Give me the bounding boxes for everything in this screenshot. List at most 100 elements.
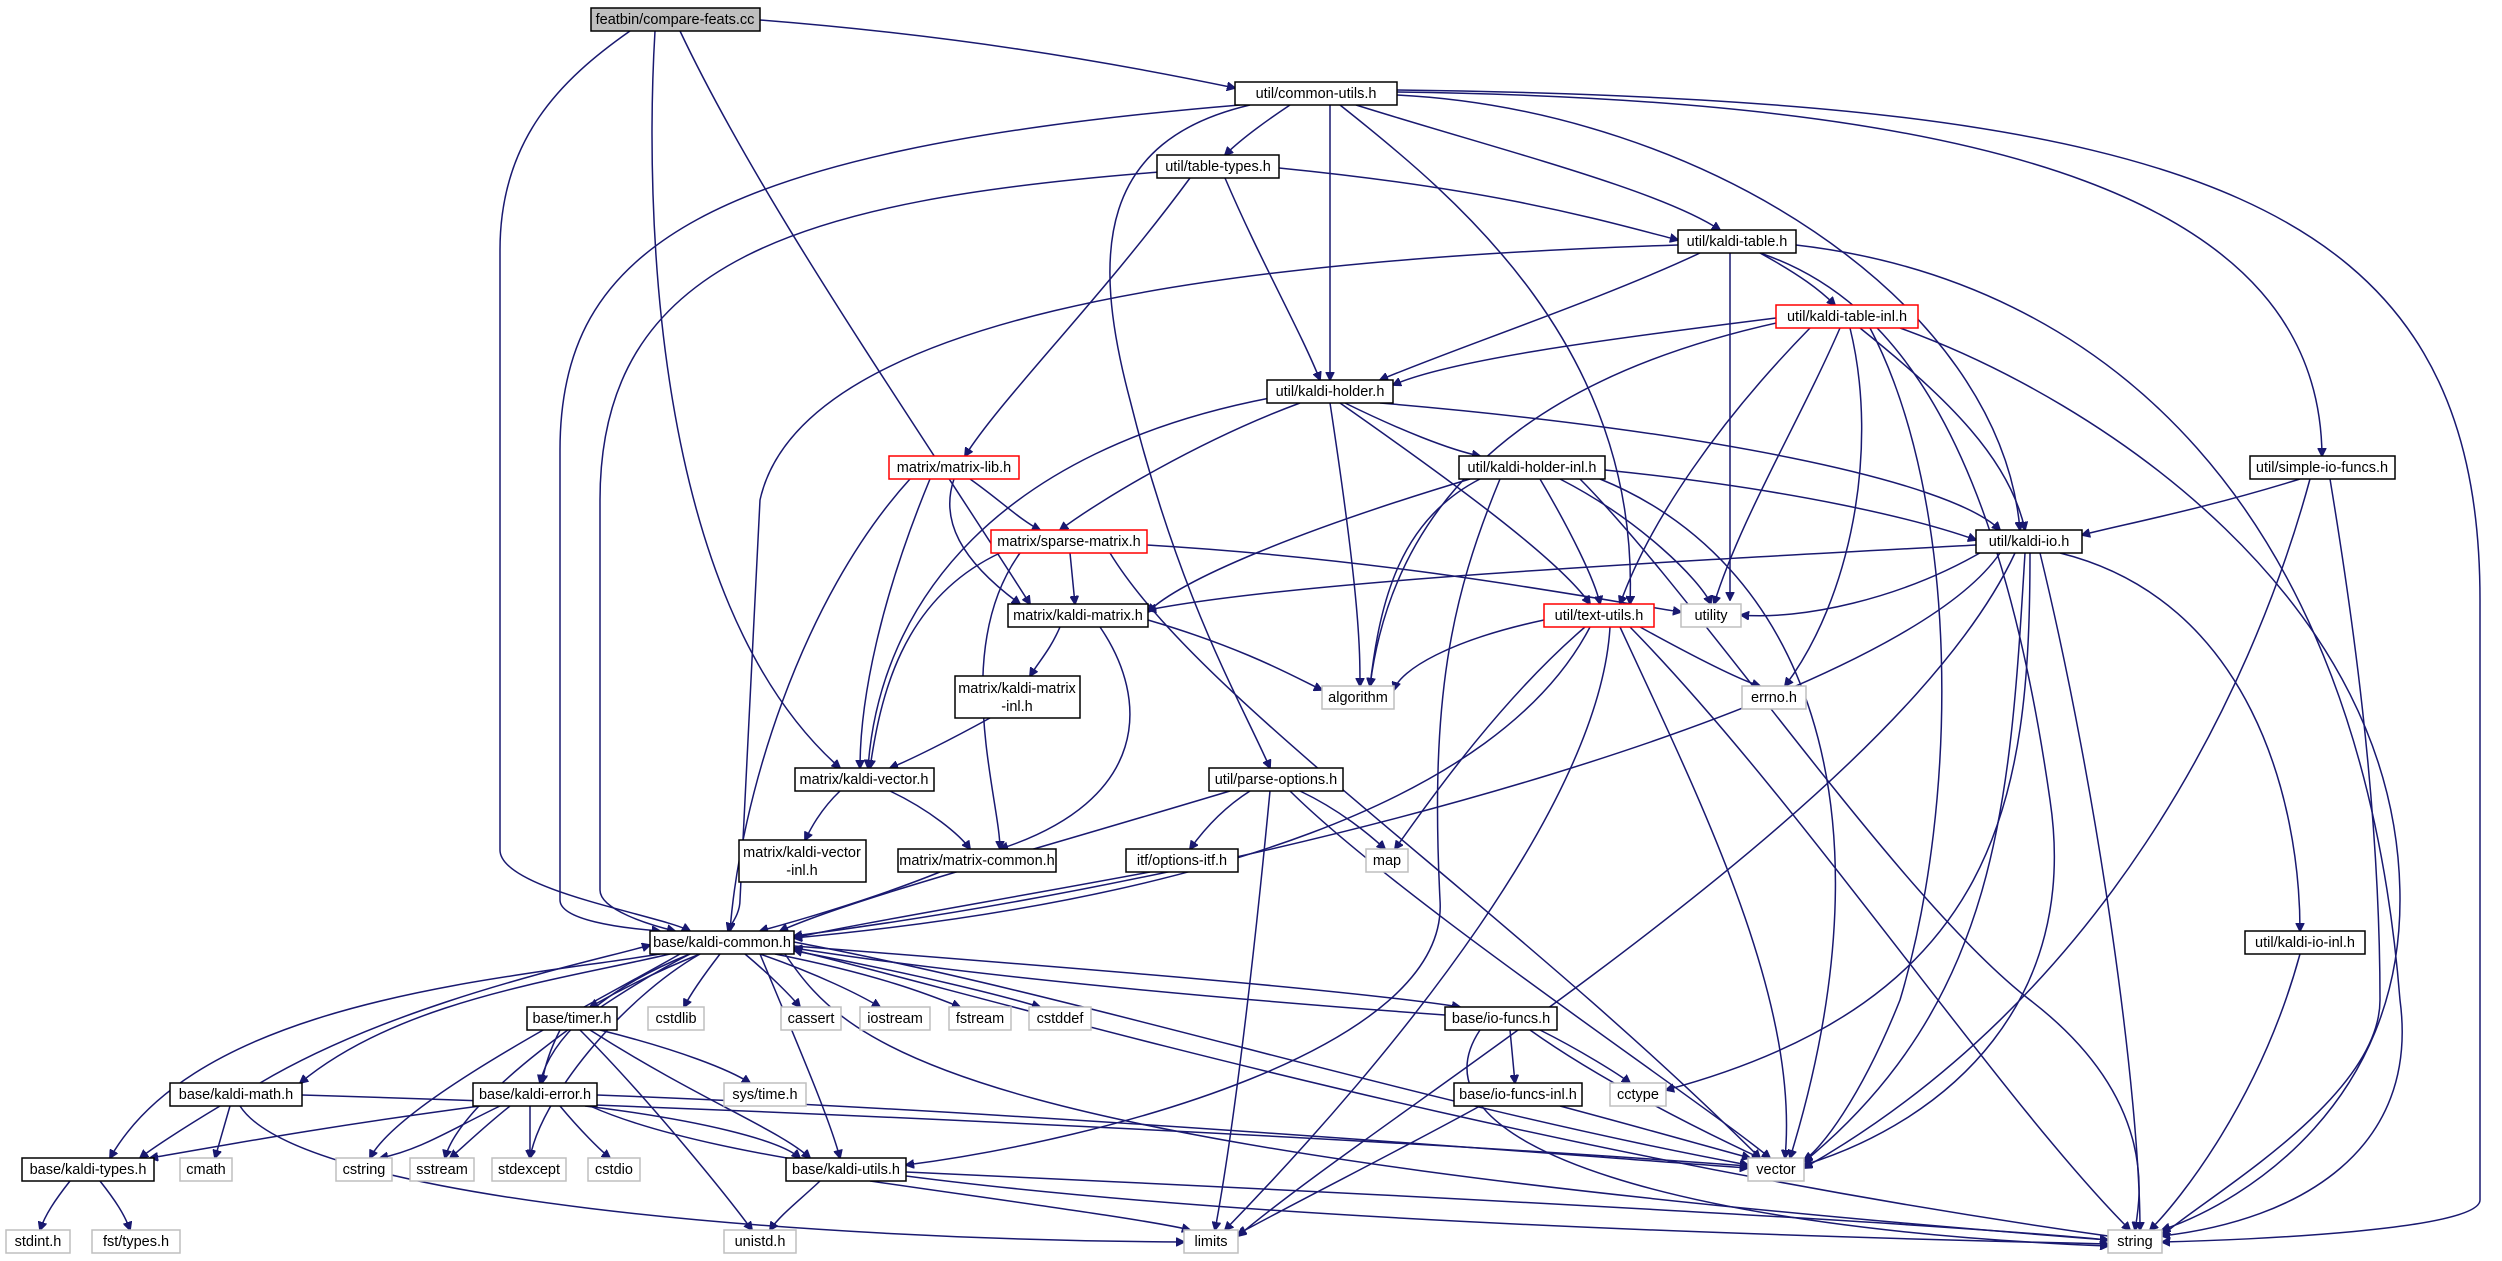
node-map[interactable]: map: [1365, 848, 1409, 873]
node-matrix-kaldi-vector-inl-h[interactable]: matrix/kaldi-vector -inl.h: [738, 839, 867, 883]
node-util-kaldi-io-inl-h[interactable]: util/kaldi-io-inl.h: [2244, 930, 2366, 955]
node-base-kaldi-common-h[interactable]: base/kaldi-common.h: [649, 930, 795, 955]
node-util-kaldi-io-h[interactable]: util/kaldi-io.h: [1975, 529, 2083, 554]
node-utility[interactable]: utility: [1680, 603, 1742, 628]
dependency-edge: [784, 953, 2108, 1240]
node-iostream[interactable]: iostream: [859, 1006, 931, 1031]
node-label: base/kaldi-utils.h: [792, 1162, 900, 1178]
dependency-edge: [889, 790, 970, 849]
node-label: base/io-funcs-inl.h: [1459, 1087, 1577, 1103]
dependency-edge: [679, 30, 1030, 604]
dependency-edge: [1329, 402, 1360, 686]
node-fstream[interactable]: fstream: [948, 1006, 1012, 1031]
dependency-edge: [370, 953, 681, 1158]
node-label: sstream: [416, 1162, 468, 1178]
node-unistd-h[interactable]: unistd.h: [723, 1229, 797, 1254]
node-cstdio[interactable]: cstdio: [587, 1157, 641, 1182]
node-base-kaldi-error-h[interactable]: base/kaldi-error.h: [472, 1082, 598, 1107]
node-matrix-sparse-matrix-h[interactable]: matrix/sparse-matrix.h: [990, 529, 1148, 554]
node-util-kaldi-holder-h[interactable]: util/kaldi-holder.h: [1266, 379, 1394, 404]
node-stdint-h[interactable]: stdint.h: [5, 1229, 71, 1254]
node-util-common-utils-h[interactable]: util/common-utils.h: [1234, 81, 1398, 106]
node-limits[interactable]: limits: [1183, 1229, 1239, 1254]
dependency-edge: [1539, 1029, 1630, 1083]
node-matrix-kaldi-matrix-h[interactable]: matrix/kaldi-matrix.h: [1007, 603, 1149, 628]
dependency-edge: [1030, 626, 1061, 676]
node-label: cstdlib: [655, 1011, 696, 1027]
node-label: string: [2117, 1234, 2152, 1250]
node-algorithm[interactable]: algorithm: [1321, 685, 1395, 710]
dependency-edge: [1344, 402, 1480, 456]
dependency-edge: [869, 1180, 1190, 1230]
dependency-edge: [1060, 402, 1301, 530]
dependency-edge: [780, 790, 1231, 931]
node-fst-types-h[interactable]: fst/types.h: [91, 1229, 181, 1254]
dependency-edge: [239, 1105, 1184, 1242]
node-base-kaldi-types-h[interactable]: base/kaldi-types.h: [21, 1157, 155, 1182]
dependency-edge: [1509, 1029, 1515, 1083]
dependency-edge: [579, 1029, 752, 1230]
dependency-edge: [599, 171, 1161, 931]
node-label: util/kaldi-table.h: [1687, 234, 1788, 250]
node-label: stdint.h: [15, 1234, 62, 1250]
node-cstdlib[interactable]: cstdlib: [647, 1006, 705, 1031]
node-label: util/kaldi-io.h: [1989, 534, 2070, 550]
node-cstring[interactable]: cstring: [335, 1157, 393, 1182]
node-sstream[interactable]: sstream: [409, 1157, 475, 1182]
dependency-edge: [140, 1105, 221, 1158]
node-string[interactable]: string: [2107, 1229, 2163, 1254]
node-errno-h[interactable]: errno.h: [1741, 685, 1807, 710]
dependency-edge: [906, 478, 1501, 1165]
dependency-edge: [1000, 626, 1131, 849]
node-cassert[interactable]: cassert: [780, 1006, 842, 1031]
node-util-parse-options-h[interactable]: util/parse-options.h: [1208, 767, 1344, 792]
node-base-io-funcs-h[interactable]: base/io-funcs.h: [1444, 1006, 1558, 1031]
node-itf-options-itf-h[interactable]: itf/options-itf.h: [1125, 848, 1239, 873]
node-cctype[interactable]: cctype: [1609, 1082, 1667, 1107]
node-util-simple-io-funcs-h[interactable]: util/simple-io-funcs.h: [2249, 455, 2396, 480]
dependency-edge: [1599, 478, 1837, 1158]
dependency-edge: [584, 1105, 800, 1158]
dependency-edge: [1370, 478, 1481, 686]
dependency-edge: [1238, 552, 2016, 1236]
node-sys-time-h[interactable]: sys/time.h: [723, 1082, 807, 1107]
dependency-edge: [1666, 552, 2031, 1090]
dependency-edge: [1395, 626, 1586, 849]
node-matrix-kaldi-matrix-inl-h[interactable]: matrix/kaldi-matrix -inl.h: [954, 675, 1081, 719]
node-base-kaldi-utils-h[interactable]: base/kaldi-utils.h: [785, 1157, 907, 1182]
dependency-edge: [1393, 317, 1777, 385]
dependency-edge: [805, 790, 841, 840]
node-matrix-kaldi-vector-h[interactable]: matrix/kaldi-vector.h: [794, 767, 935, 792]
node-label: util/kaldi-holder-inl.h: [1468, 460, 1597, 476]
dependency-edge: [860, 478, 931, 768]
dependency-edge: [684, 953, 721, 1007]
node-base-io-funcs-inl-h[interactable]: base/io-funcs-inl.h: [1453, 1082, 1583, 1107]
node-util-table-types-h[interactable]: util/table-types.h: [1156, 154, 1280, 179]
dependency-edge: [1629, 626, 2130, 1230]
node-label: matrix/kaldi-vector: [743, 845, 861, 861]
dependency-edge: [445, 953, 691, 1158]
dependency-edge: [1539, 478, 1600, 604]
node-stdexcept[interactable]: stdexcept: [491, 1157, 567, 1182]
node-featbin-compare-feats-cc[interactable]: featbin/compare-feats.cc: [590, 7, 761, 32]
node-base-kaldi-math-h[interactable]: base/kaldi-math.h: [169, 1082, 303, 1107]
node-label: util/table-types.h: [1165, 159, 1271, 175]
node-label: util/kaldi-table-inl.h: [1787, 309, 1907, 325]
dependency-edge: [1396, 89, 2481, 1242]
dependency-edge: [1466, 1029, 2108, 1246]
node-base-timer-h[interactable]: base/timer.h: [526, 1006, 618, 1031]
dependency-edge: [1109, 104, 1270, 768]
node-label: base/kaldi-math.h: [179, 1087, 293, 1103]
node-matrix-matrix-lib-h[interactable]: matrix/matrix-lib.h: [888, 455, 1020, 480]
node-util-kaldi-table-inl-h[interactable]: util/kaldi-table-inl.h: [1775, 304, 1919, 329]
dependency-edge: [794, 626, 1591, 938]
node-vector[interactable]: vector: [1747, 1157, 1805, 1182]
node-util-kaldi-holder-inl-h[interactable]: util/kaldi-holder-inl.h: [1458, 455, 1606, 480]
node-matrix-matrix-common-h[interactable]: matrix/matrix-common.h: [897, 848, 1057, 873]
node-cstddef[interactable]: cstddef: [1028, 1006, 1092, 1031]
node-util-kaldi-table-h[interactable]: util/kaldi-table.h: [1677, 229, 1797, 254]
dependency-edge: [744, 953, 800, 1007]
node-util-text-utils-h[interactable]: util/text-utils.h: [1543, 603, 1655, 628]
node-cmath[interactable]: cmath: [179, 1157, 233, 1182]
dependency-edge: [969, 478, 1040, 530]
